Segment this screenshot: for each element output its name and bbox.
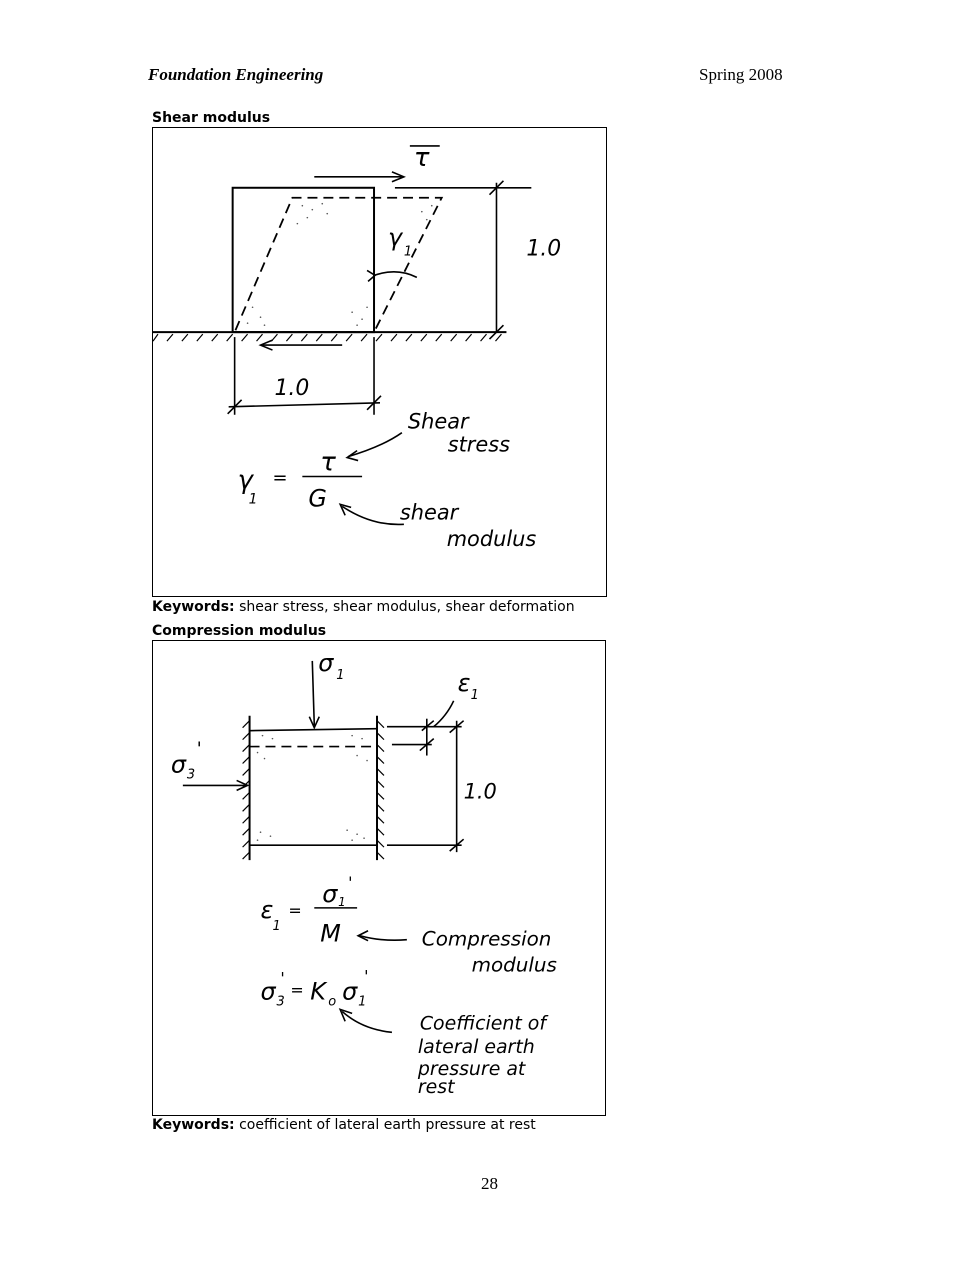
eq2-sigma1-subscript: 1 — [358, 994, 366, 1009]
eq1-m: M — [320, 920, 341, 948]
figure-shear-modulus: τ γ 1 1.0 1.0 Shear stress γ 1 = τ G she… — [152, 127, 607, 597]
gamma-label: γ — [388, 224, 404, 252]
width-dimension-label: 1.0 — [274, 376, 309, 401]
gamma-subscript: 1 — [404, 244, 412, 259]
running-header-date: Spring 2008 — [699, 65, 783, 84]
eq2-sigma3-subscript: 3 — [276, 994, 284, 1009]
keywords-shear: Keywords: shear stress, shear modulus, s… — [152, 599, 575, 615]
compression-modulus-label-2: modulus — [472, 954, 557, 977]
page-number: 28 — [481, 1174, 498, 1193]
height-dimension-label-2: 1.0 — [464, 779, 497, 803]
sigma1-subscript: 1 — [336, 668, 344, 683]
equation-equals: = — [272, 467, 287, 488]
wall-hatching — [242, 720, 385, 860]
shear-stress-label-1: Shear — [408, 410, 470, 434]
stipple-dots — [246, 202, 433, 326]
sigma3-label: σ — [171, 750, 187, 778]
eq1-equals: = — [288, 901, 301, 920]
equation-gamma: γ — [238, 465, 255, 495]
figure-title-compression-modulus: Compression modulus — [152, 623, 327, 639]
equation-g: G — [308, 484, 327, 512]
equation-gamma-subscript: 1 — [249, 491, 258, 507]
keywords-compression: Keywords: coefficient of lateral earth p… — [152, 1117, 536, 1133]
shear-modulus-label-2: modulus — [447, 527, 537, 551]
eq2-prime-2: ' — [364, 967, 368, 986]
equation-tau: τ — [320, 448, 336, 478]
height-dimension-label: 1.0 — [526, 236, 561, 261]
eq2-equals: = — [290, 980, 303, 999]
eq2-prime-1: ' — [280, 969, 284, 988]
eq2-sigma3: σ — [261, 977, 277, 1005]
eq1-sigma: σ — [322, 880, 338, 908]
coefficient-label-2: lateral earth — [418, 1036, 535, 1058]
epsilon1-label: ε — [458, 669, 471, 697]
shear-modulus-diagram: τ γ 1 1.0 1.0 Shear stress γ 1 = τ G she… — [153, 143, 561, 551]
sigma3-prime: ' — [197, 739, 202, 760]
ground-hatching — [153, 333, 502, 342]
coefficient-label-3: pressure at — [417, 1058, 526, 1080]
eq2-sigma1: σ — [342, 977, 358, 1005]
eq1-epsilon-subscript: 1 — [272, 919, 280, 934]
running-header-title: Foundation Engineering — [148, 65, 324, 84]
stipple-dots-2 — [256, 734, 368, 841]
eq1-sigma-subscript: 1 — [338, 895, 346, 909]
compression-modulus-diagram: σ 1 ε 1 σ 3 ' 1.0 ε 1 = σ 1 ' M Compress… — [171, 649, 557, 1098]
coefficient-label-4: rest — [418, 1076, 455, 1098]
sigma1-label: σ — [318, 649, 334, 677]
epsilon1-subscript: 1 — [471, 688, 479, 703]
eq1-prime: ' — [348, 873, 352, 892]
shear-stress-label-2: stress — [448, 433, 510, 457]
figure-compression-modulus: σ 1 ε 1 σ 3 ' 1.0 ε 1 = σ 1 ' M Compress… — [152, 640, 606, 1116]
sigma3-subscript: 3 — [187, 767, 195, 782]
eq2-k-subscript: o — [328, 994, 336, 1009]
eq1-epsilon: ε — [261, 896, 274, 924]
tau-label: τ — [414, 143, 430, 173]
shear-modulus-label-1: shear — [400, 500, 460, 524]
coefficient-label-1: Coefficient of — [420, 1012, 550, 1034]
figure-title-shear-modulus: Shear modulus — [152, 110, 271, 126]
eq2-k: K — [310, 977, 328, 1005]
compression-modulus-label-1: Compression — [422, 928, 552, 951]
